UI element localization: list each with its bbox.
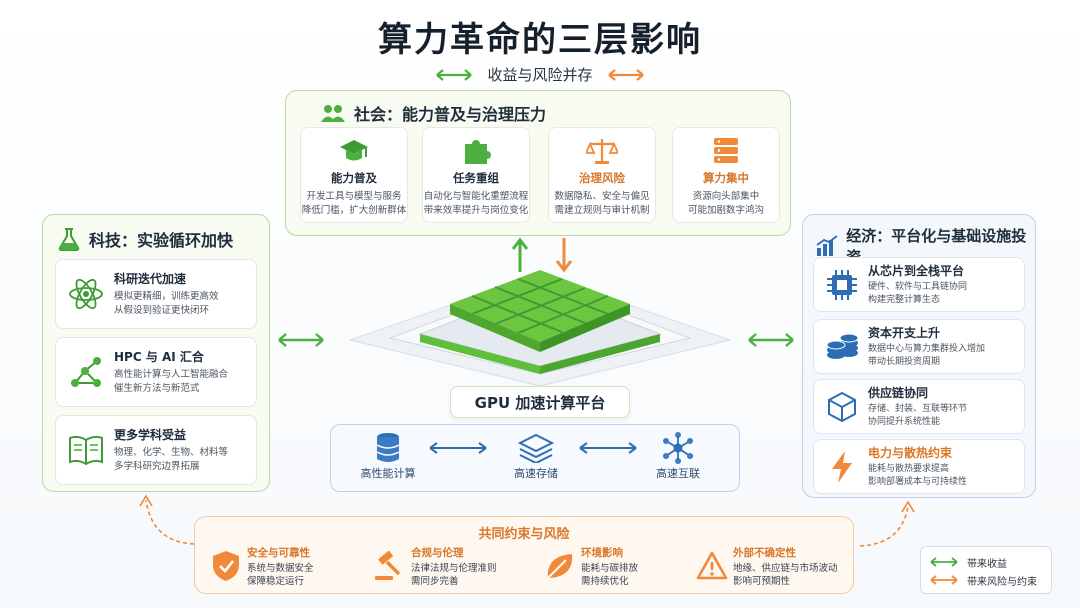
tech-title: 科技：实验循环加快 (89, 231, 234, 250)
capability-storage: 高速存储 (491, 431, 581, 481)
chip-icon (827, 269, 857, 300)
puzzle-icon (465, 140, 491, 164)
database-icon (376, 433, 400, 462)
gpu-chip-illustration (348, 270, 732, 387)
orange-double-arrow-icon (930, 575, 958, 585)
gpu-platform-label: GPU 加速计算平台 (450, 386, 630, 418)
constraint-uncertainty: 外部不确定性地缘、供应链与市场波动影响可预期性 (691, 543, 855, 589)
society-panel: 社会：能力普及与治理压力 能力普及 开发工具与模型与服务降低门槛，扩大创新群体 … (285, 90, 791, 236)
economy-card-platform: 从芯片到全栈平台硬件、软件与工具链协同构建完整计算生态 (813, 257, 1025, 312)
legend-risk: 带来风险与约束 (929, 571, 1043, 589)
green-double-arrow-icon (930, 557, 958, 567)
bar-chart-icon (816, 235, 838, 256)
economy-card-capex: 资本开支上升数据中心与算力集群投入增加带动长期投资周期 (813, 319, 1025, 374)
gpu-econ-arrow (748, 333, 794, 347)
society-card-tasks: 任务重组 自动化与智能化重塑流程带来效率提升与岗位变化 (422, 127, 530, 223)
legend-benefit: 带来收益 (929, 553, 1043, 571)
society-title: 社会：能力普及与治理压力 (354, 105, 547, 124)
constraint-security: 安全与可靠性系统与数据安全保障稳定运行 (205, 543, 363, 589)
network-icon (71, 357, 101, 387)
box-icon (828, 391, 856, 422)
compute-storage-arrow (429, 442, 487, 454)
economy-card-supply-chain: 供应链协同存储、封装、互联等环节协同提升系统性能 (813, 379, 1025, 434)
subtitle: 收益与风险并存 (0, 64, 1080, 85)
flask-icon (58, 228, 80, 251)
capability-interconnect: 高速互联 (633, 431, 723, 481)
storage-interconnect-arrow (579, 442, 637, 454)
econ-constraint-connector (859, 500, 915, 547)
lightning-icon (832, 450, 852, 483)
hub-icon (663, 432, 693, 464)
constraints-title: 共同约束与风险 (478, 527, 570, 542)
gavel-icon (375, 550, 401, 580)
green-double-arrow-icon (436, 68, 473, 81)
server-stack-icon (714, 138, 738, 163)
constraints-panel: 共同约束与风险 安全与可靠性系统与数据安全保障稳定运行 合规与伦理法律法规与伦理… (194, 516, 854, 594)
society-gpu-arrows (511, 237, 573, 273)
tech-gpu-arrow (278, 333, 324, 347)
page-title: 算力革命的三层影响 (378, 20, 702, 60)
compute-capabilities: 高性能计算 高速存储 高速互联 (330, 424, 740, 492)
scales-icon (586, 139, 618, 164)
tech-panel: 科技：实验循环加快 科研迭代加速模拟更精细，训练更高效从假设到验证更快闭环 HP… (42, 214, 270, 492)
society-card-ability: 能力普及 开发工具与模型与服务降低门槛，扩大创新群体 (300, 127, 408, 223)
legend: 带来收益 带来风险与约束 (920, 546, 1052, 594)
layers-icon (518, 433, 554, 463)
capability-compute: 高性能计算 (343, 431, 433, 481)
constraint-compliance: 合规与伦理法律法规与伦理准则需同步完善 (369, 543, 527, 589)
tech-card-hpc-ai: HPC 与 AI 汇合高性能计算与人工智能融合催生新方法与新范式 (55, 337, 257, 407)
graduation-cap-icon (340, 140, 368, 161)
leaf-icon (547, 554, 573, 579)
economy-card-power: 电力与散热约束能耗与散热要求提高影响部署成本与可持续性 (813, 439, 1025, 494)
subtitle-text: 收益与风险并存 (487, 66, 593, 84)
society-card-concentration: 算力集中 资源向头部集中可能加剧数字鸿沟 (672, 127, 780, 223)
tech-card-disciplines: 更多学科受益物理、化学、生物、材料等多学科研究边界拓展 (55, 415, 257, 485)
people-icon (321, 105, 345, 122)
orange-double-arrow-icon (607, 68, 644, 81)
constraint-environment: 环境影响能耗与碳排放需持续优化 (539, 543, 697, 589)
shield-icon (213, 551, 239, 581)
society-card-governance: 治理风险 数据隐私、安全与偏见需建立规则与审计机制 (548, 127, 656, 223)
atom-icon (69, 278, 103, 310)
tech-constraint-connector (139, 494, 195, 545)
tech-card-research: 科研迭代加速模拟更精细，训练更高效从假设到验证更快闭环 (55, 259, 257, 329)
economy-panel: 经济：平台化与基础设施投资 从芯片到全栈平台硬件、软件与工具链协同构建完整计算生… (802, 214, 1036, 498)
coins-icon (826, 333, 859, 359)
book-icon (69, 435, 103, 466)
warning-icon (696, 551, 728, 580)
